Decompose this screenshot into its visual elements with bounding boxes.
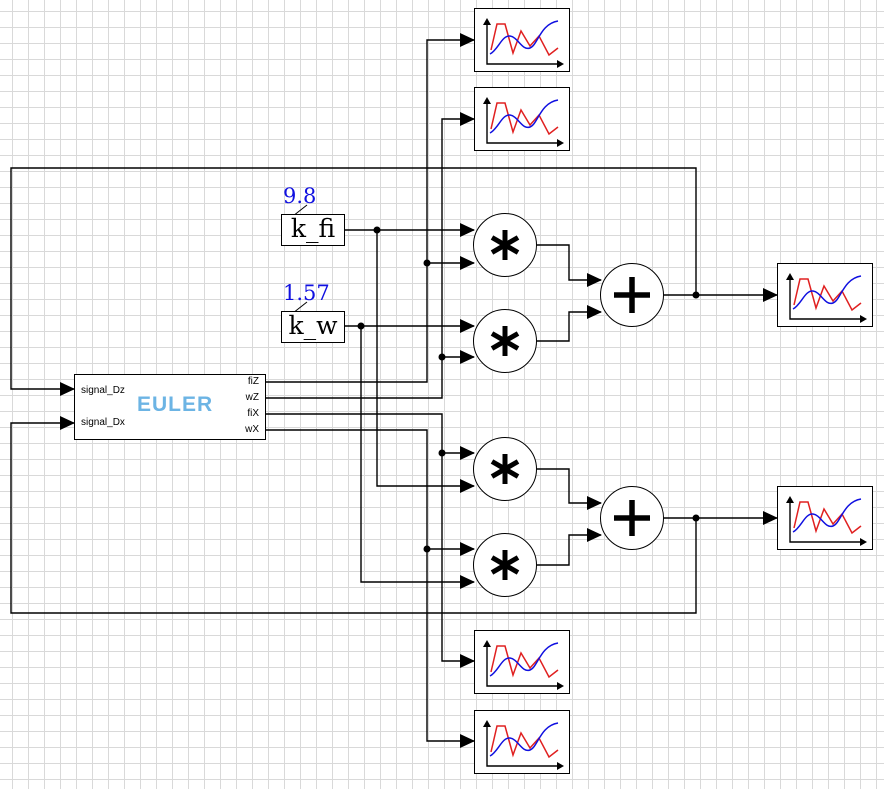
junction-dot xyxy=(438,449,446,457)
sum-block-2[interactable] xyxy=(600,486,664,550)
scope-wz[interactable] xyxy=(474,87,570,151)
junction-dot xyxy=(438,353,446,361)
kfi-to-mult5 xyxy=(376,230,475,493)
multiply-block-2[interactable] xyxy=(473,309,537,373)
signal-dz-port: signal_Dz xyxy=(81,385,125,396)
k-fi-constant[interactable]: k_fi xyxy=(281,214,345,246)
k-w-constant[interactable]: k_w xyxy=(281,311,345,343)
scope-icon xyxy=(482,96,564,147)
k-w-value[interactable]: 1.57 xyxy=(283,281,330,305)
scope-icon xyxy=(785,495,867,546)
scope-icon xyxy=(482,639,564,690)
multiply-block-1[interactable] xyxy=(473,213,537,277)
junction-dot xyxy=(357,322,365,330)
sum-icon xyxy=(613,499,650,536)
scope-wx[interactable] xyxy=(474,710,570,774)
kw-to-mult6 xyxy=(360,326,475,589)
scope-fix[interactable] xyxy=(474,630,570,694)
signal-dx-port: signal_Dx xyxy=(81,417,125,428)
fix-wire xyxy=(266,413,475,668)
scope-fiz[interactable] xyxy=(474,8,570,72)
euler-logo: EULER xyxy=(137,393,214,416)
junction-dot xyxy=(692,514,700,522)
fiz-wire xyxy=(266,33,475,383)
mult2-to-sum1 xyxy=(537,305,602,342)
mult4-to-sum2 xyxy=(537,528,602,566)
scope-icon xyxy=(482,719,564,770)
mult3-to-sum2 xyxy=(537,468,602,510)
multiply-block-4[interactable] xyxy=(473,533,537,597)
scope-icon xyxy=(482,17,564,68)
multiply-icon xyxy=(490,453,519,484)
mult1-to-sum1 xyxy=(537,244,602,287)
feedback-dz-wire xyxy=(10,167,697,396)
k-fi-value[interactable]: 9.8 xyxy=(283,184,317,208)
wx-port: wX xyxy=(245,424,259,435)
multiply-icon xyxy=(490,325,519,356)
multiply-block-3[interactable] xyxy=(473,437,537,501)
scope-icon xyxy=(785,272,867,323)
scope-dz[interactable] xyxy=(777,263,873,327)
sum-icon xyxy=(613,276,650,313)
sum-block-1[interactable] xyxy=(600,263,664,327)
multiply-icon xyxy=(490,229,519,260)
scope-dx[interactable] xyxy=(777,486,873,550)
multiply-icon xyxy=(490,549,519,580)
junction-dot xyxy=(423,545,431,553)
fiz-port: fiZ xyxy=(247,376,259,387)
wz-wire xyxy=(266,112,475,399)
wz-port: wZ xyxy=(245,392,259,403)
wx-wire xyxy=(266,429,475,748)
fix-port: fiX xyxy=(247,408,259,419)
euler-block[interactable]: signal_Dz signal_Dx EULER fiZ wZ fiX wX xyxy=(74,374,266,440)
feedback-dx-wire xyxy=(10,416,697,614)
junction-dot xyxy=(692,291,700,299)
junction-dot xyxy=(373,226,381,234)
junction-dot xyxy=(423,259,431,267)
